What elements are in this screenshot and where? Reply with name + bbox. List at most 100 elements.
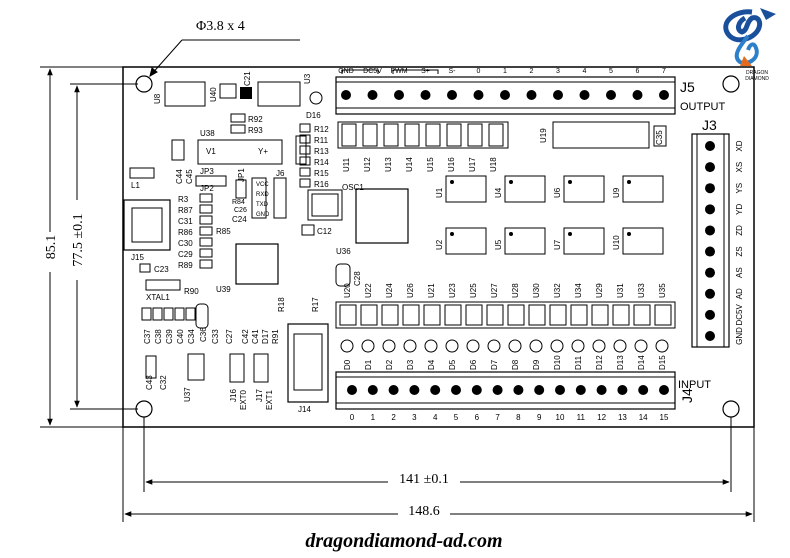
passive — [199, 204, 213, 214]
resistor — [299, 167, 311, 177]
opto-label: U1 — [435, 187, 444, 198]
opto-label: U10 — [612, 235, 621, 250]
driver-chip — [446, 123, 462, 147]
cap-label: C40 — [176, 329, 185, 344]
j4-pin — [638, 385, 649, 395]
opto-chip — [622, 227, 664, 255]
input-led — [655, 339, 669, 353]
opto-chip — [504, 227, 546, 255]
j5-pin-label: DC5V — [363, 68, 382, 75]
resistor-label: R13 — [314, 147, 329, 156]
input-led-label: D14 — [637, 355, 646, 370]
j3-pin-label: YS — [735, 183, 744, 194]
input-led — [529, 339, 543, 353]
j3-pin — [705, 141, 715, 151]
input-opto-chip — [528, 304, 546, 326]
driver-label: U12 — [363, 157, 372, 172]
input-opto-chip — [549, 304, 567, 326]
input-opto-label: U33 — [637, 283, 646, 298]
opto-chip — [445, 175, 487, 203]
j3-pin-label: GND — [735, 327, 744, 345]
j3-pin-label: AD — [735, 288, 744, 299]
r84-label: R84 — [232, 199, 245, 206]
j4-pin-label: 13 — [618, 413, 627, 422]
resistor-label: R11 — [314, 136, 329, 145]
driver-label: U14 — [405, 157, 414, 172]
input-led — [592, 339, 606, 353]
j3-pin — [705, 204, 715, 215]
cap-label: C34 — [187, 329, 196, 344]
opto-label: U7 — [553, 239, 562, 250]
j3-pin — [705, 309, 715, 320]
u8-label: U8 — [153, 93, 162, 104]
driver-chip — [467, 123, 483, 147]
driver-label: U18 — [489, 157, 498, 172]
passive-label: C30 — [178, 239, 193, 248]
logo-line-1: DRAGON — [746, 70, 768, 76]
c21-label: C21 — [243, 71, 252, 86]
resistor — [299, 178, 311, 188]
input-led-label: D0 — [343, 359, 352, 370]
j5-pin-label: 7 — [662, 68, 666, 75]
input-led — [634, 339, 648, 353]
j5-pin — [341, 90, 351, 100]
d17-label: D17 — [261, 329, 270, 344]
j4-pin — [555, 385, 565, 395]
j4-pin — [617, 385, 628, 395]
driver-chip — [362, 123, 378, 147]
resistor-label: R12 — [314, 125, 329, 134]
main-ic: OSC1 C12 U36 C28 — [301, 183, 409, 287]
input-opto-label: U20 — [343, 283, 352, 298]
u39-label: U39 — [216, 285, 231, 294]
r85-label: R85 — [216, 227, 231, 236]
j17-label: J17 — [255, 389, 264, 402]
website-footer: dragondiamond-ad.com — [305, 530, 502, 552]
j3-pin-label: YD — [735, 204, 744, 215]
j5-pin-label: 1 — [503, 68, 507, 75]
j4-pin — [409, 385, 420, 395]
input-led — [424, 339, 438, 353]
input-opto-chip — [591, 304, 609, 326]
j3-pin — [705, 183, 715, 194]
j4-pin — [430, 385, 441, 395]
j4-pin-label: 14 — [639, 413, 648, 422]
c45-label: C45 — [185, 169, 194, 184]
input-led-label: D12 — [595, 355, 604, 370]
opto-chip — [622, 175, 664, 203]
j6-pin-txd: TXD — [256, 202, 269, 208]
resistor-label: R14 — [314, 158, 329, 167]
j4-caption: INPUT — [678, 379, 711, 391]
input-led-label: D9 — [532, 359, 541, 370]
resistor-label: R16 — [314, 180, 329, 189]
cap — [152, 307, 163, 321]
input-led-label: D3 — [406, 359, 415, 370]
input-led-label: D8 — [511, 359, 520, 370]
input-opto-chip — [402, 304, 420, 326]
j4-pin — [471, 385, 482, 395]
passive-label: R3 — [178, 195, 189, 204]
passive-label: R87 — [178, 206, 193, 215]
c43-label: C43 — [145, 375, 154, 390]
j5-pin-label: S- — [449, 68, 457, 75]
c27-label: C27 — [225, 329, 234, 344]
input-led-label: D15 — [658, 355, 667, 370]
j3-pin-label: ZS — [735, 246, 744, 256]
c36-label: C36 — [199, 327, 208, 342]
driver-chip — [383, 123, 399, 147]
j5-pin — [659, 90, 669, 100]
j3-pin-label: AS — [735, 267, 744, 278]
j4-pin-label: 3 — [412, 413, 417, 422]
opto-chip — [504, 175, 546, 203]
u19-label: U19 — [539, 128, 548, 143]
j3-pin — [705, 331, 715, 341]
j4-pin-label: 8 — [516, 413, 521, 422]
driver-label: U15 — [426, 157, 435, 172]
j4-pin — [492, 385, 503, 395]
j5-pin-label: PWM — [390, 68, 407, 75]
j4-pin — [513, 385, 524, 395]
input-led-label: D5 — [448, 359, 457, 370]
j6-pin-vcc: VCC — [256, 182, 269, 188]
input-led — [550, 339, 564, 353]
